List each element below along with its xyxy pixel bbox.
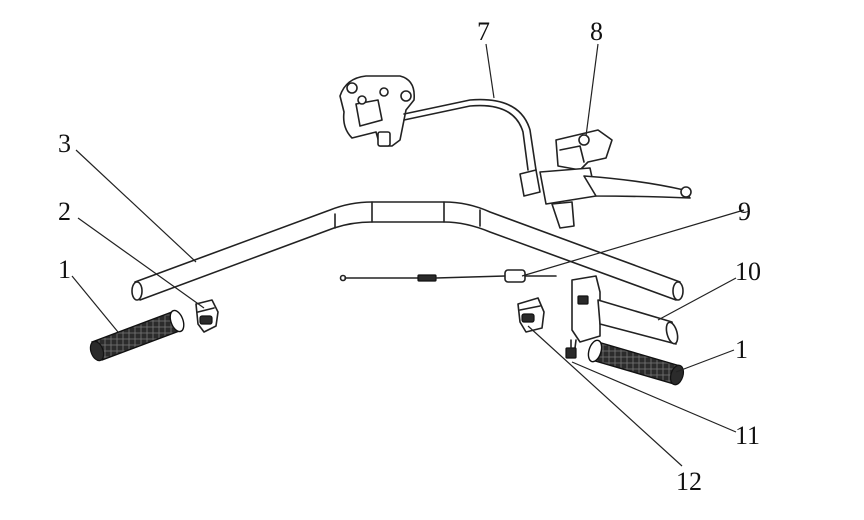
brake-master-cylinder [519,167,692,229]
leader-12 [527,325,683,467]
callout-7: 7 [477,17,490,46]
grip-right [587,339,685,386]
handlebar [131,201,684,301]
leader-9 [521,209,745,277]
brake-reservoir [555,129,613,171]
callout-labels: 1 2 3 7 8 9 10 1 11 12 [58,17,761,496]
throttle-housing [571,275,679,357]
switch-connector [565,339,577,359]
leader-8 [585,43,599,137]
callout-11: 11 [735,421,760,450]
callout-3: 3 [58,129,71,158]
brake-caliper [339,75,416,147]
grip-left [89,309,185,362]
leader-lines [71,43,745,467]
callout-10: 10 [735,257,761,286]
leader-1-right [675,349,735,373]
callout-12: 12 [676,467,702,496]
leader-11 [571,361,737,433]
brake-hose [403,98,537,171]
leader-1-left [71,275,119,333]
leader-10 [657,277,737,321]
throttle-cable [339,269,557,283]
leader-2 [77,217,205,309]
callout-9: 9 [738,197,751,226]
callout-1-right: 1 [735,335,748,364]
leader-3 [75,149,197,263]
switch-right [517,297,545,333]
callout-8: 8 [590,17,603,46]
switch-left [195,299,219,333]
leader-7 [485,43,495,99]
callout-2: 2 [58,197,71,226]
callout-1-left: 1 [58,255,71,284]
